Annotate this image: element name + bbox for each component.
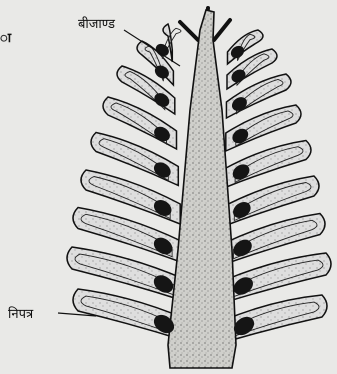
corner-text-fragment: ा [0,28,11,46]
apex-spike [180,22,198,40]
ovule-label: बीजाण्ड [78,14,115,32]
cone-axis [168,10,236,368]
scale-label: निपत्र [8,304,33,322]
apex-spike [214,20,230,40]
